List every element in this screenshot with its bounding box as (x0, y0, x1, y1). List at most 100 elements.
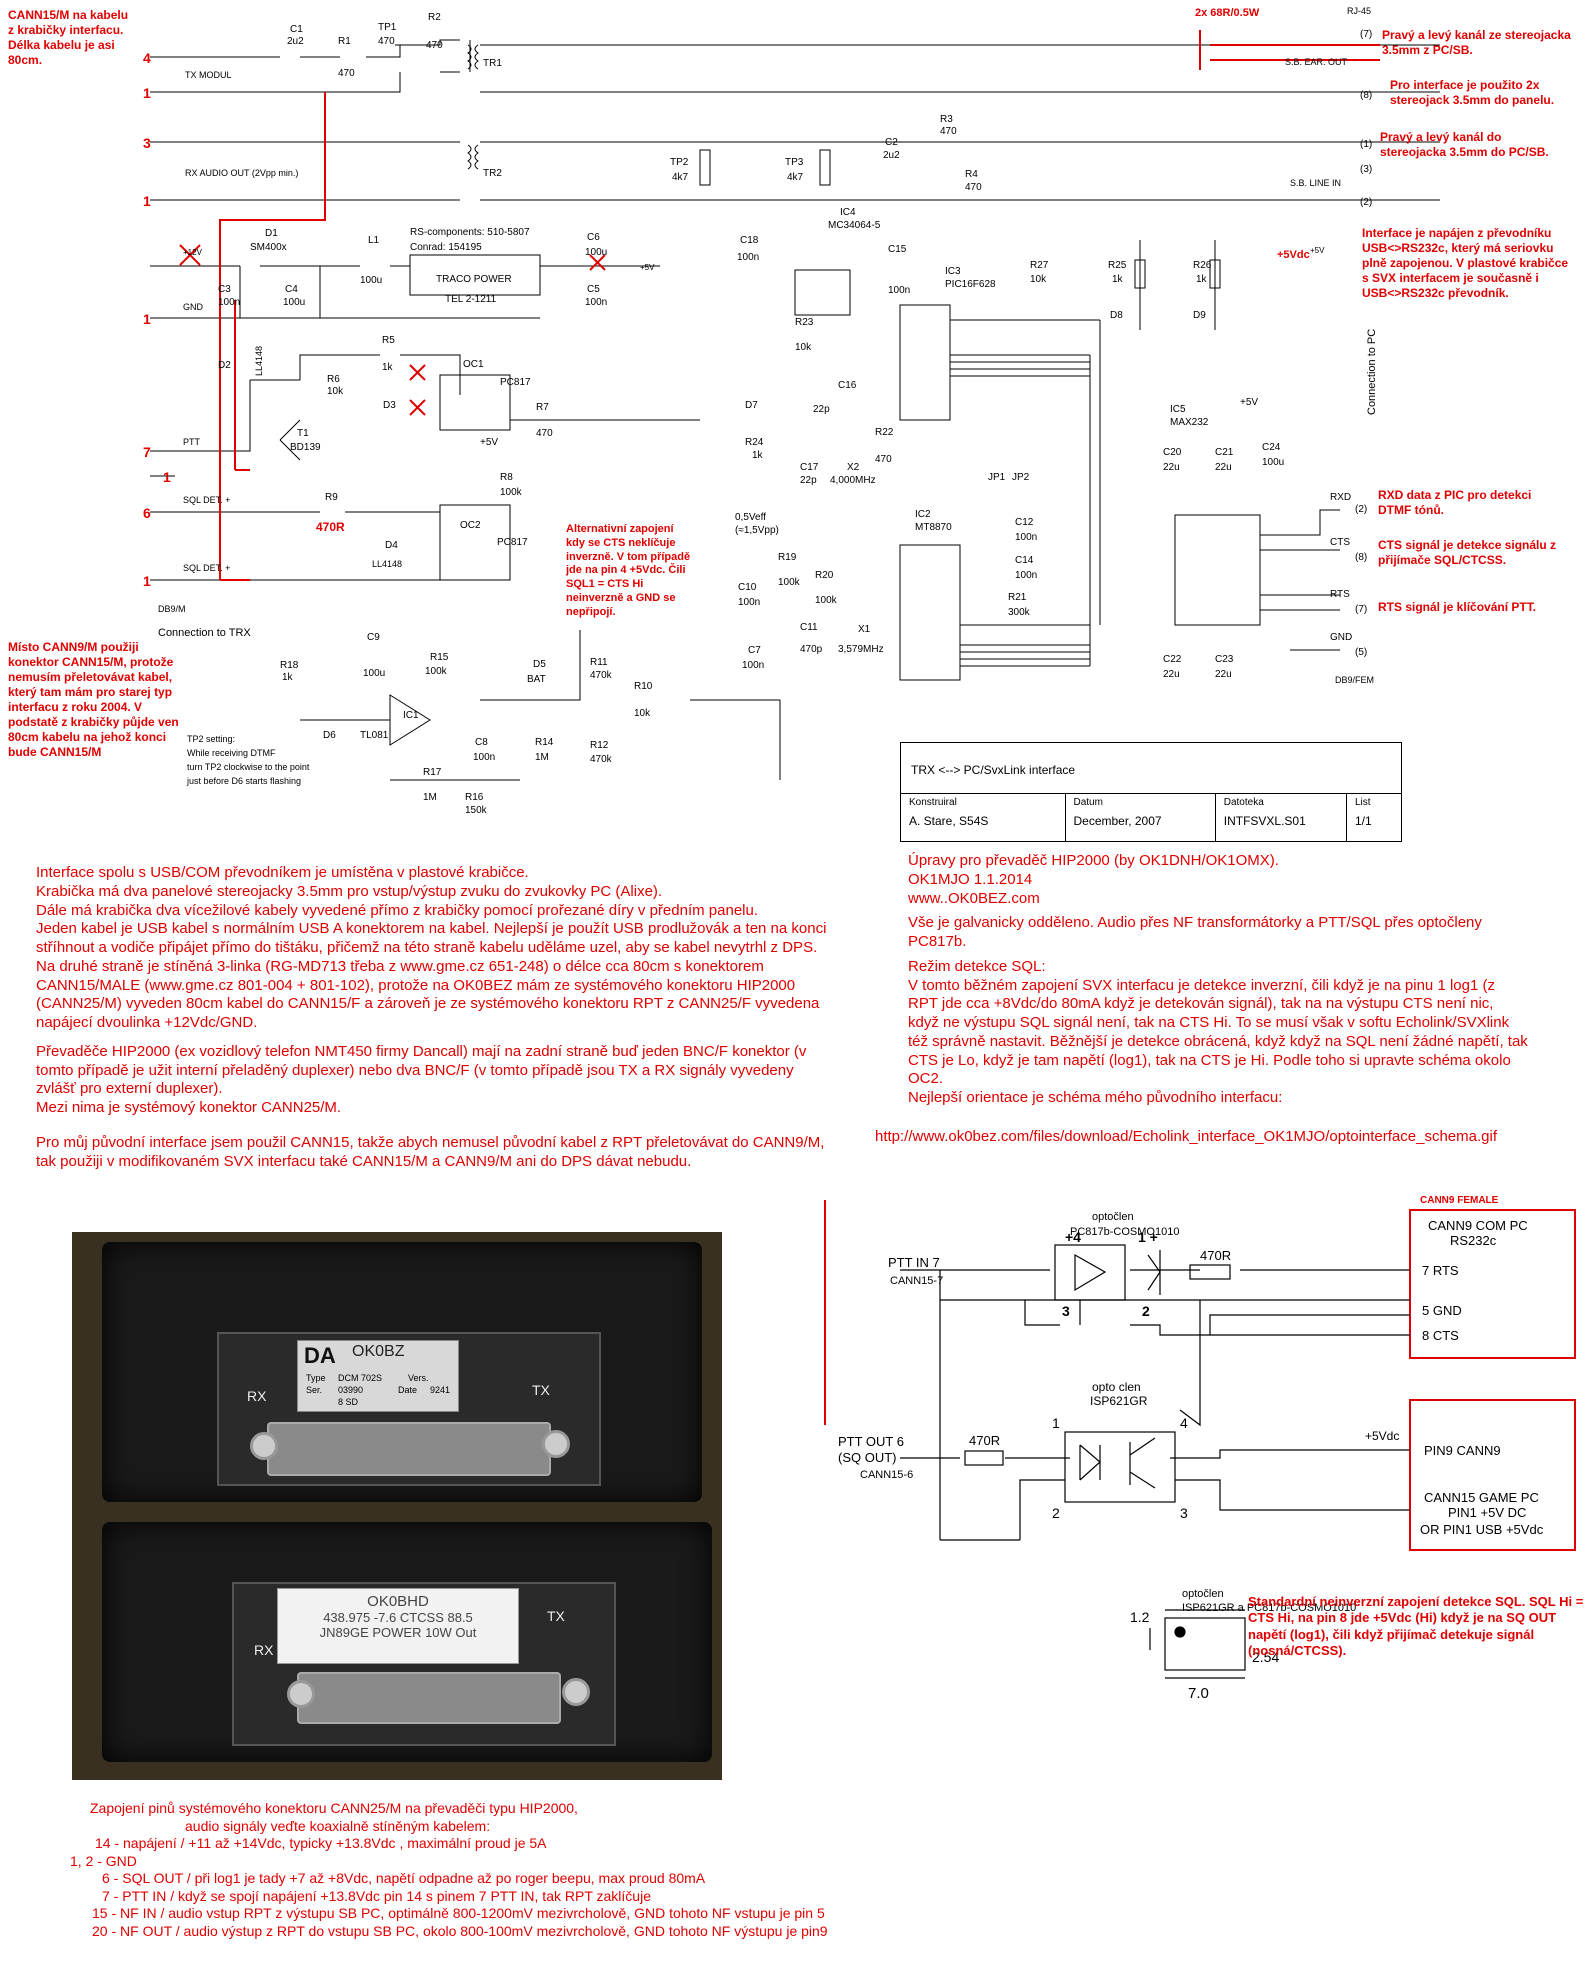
label-r26: R26 (1193, 260, 1212, 271)
label-r10v: 10k (634, 708, 651, 719)
opto-dim3: 7.0 (1188, 1685, 1209, 1700)
label-x1: X1 (858, 624, 871, 635)
label-c16: C16 (838, 380, 857, 391)
text-right-url[interactable]: http://www.ok0bez.com/files/download/Ech… (875, 1128, 1497, 1145)
label-r23v: 10k (795, 342, 812, 353)
date-label: Date (398, 1385, 418, 1395)
bottom-tx: TX (547, 1608, 565, 1624)
label-p7: (7) (1355, 604, 1367, 615)
bottom-rx: RX (254, 1642, 274, 1658)
label-r7v: 470 (536, 428, 553, 439)
label-c15v: 100n (888, 285, 910, 296)
label-p7b: (7) (1360, 29, 1372, 40)
label-r2v: 470 (426, 40, 443, 51)
top-bnc-right (542, 1430, 570, 1458)
top-dsub (267, 1422, 551, 1476)
label-d7: D7 (745, 400, 758, 411)
label-r8v: 100k (500, 487, 523, 498)
label-r21: R21 (1008, 592, 1027, 603)
label-tp2: TP2 (670, 157, 689, 168)
label-r25v: 1k (1112, 274, 1124, 285)
text-right-1: OK1MJO 1.1.2014 (908, 870, 1033, 888)
opto-r2: 470R (969, 1433, 1000, 1448)
pinout-line-0: 14 - napájení / +11 až +14Vdc, typicky +… (95, 1835, 547, 1851)
label-r11: R11 (590, 657, 608, 668)
text-left-6: Mezi nima je systémový konektor CANN25/M… (36, 1099, 342, 1116)
label-d9: D9 (1193, 310, 1206, 321)
label-c9: C9 (367, 632, 380, 643)
label-c5: C5 (587, 284, 600, 295)
label-r24v: 1k (752, 450, 764, 461)
pin-7: 7 (143, 444, 151, 460)
tp2-line-4: just before D6 starts flashing (187, 775, 302, 786)
opto-diagram: PTT IN 7 CANN15-7 optočlen PC817b-COSMO1… (824, 1195, 1576, 1700)
label-r11v: 470k (590, 670, 613, 681)
label-c7v: 100n (742, 660, 764, 671)
label-tp3v: 4k7 (787, 172, 804, 183)
label-cts: CTS (1330, 537, 1350, 548)
type-val: DCM 702S (338, 1373, 383, 1383)
bottom-bnc-left (287, 1680, 315, 1708)
label-d8: D8 (1110, 310, 1123, 321)
opto-p1: 1 + (1138, 1229, 1158, 1245)
top-device-label: DA OK0BZ Type DCM 702S Vers. Ser. 03990 … (297, 1340, 459, 1412)
label-c23v: 22u (1215, 669, 1232, 680)
label-r1v: 470 (338, 68, 355, 79)
opto-v5: +5Vdc (1365, 1429, 1399, 1443)
pinout-title-2: audio signály veďte koaxialně stíněným k… (185, 1817, 491, 1834)
label-t1: T1 (297, 428, 309, 439)
label-oc1: OC1 (463, 359, 484, 370)
opto-rts: 7 RTS (1422, 1263, 1459, 1278)
label-c9v: 100u (363, 668, 385, 679)
label-c1: C1 (290, 24, 303, 35)
label-r22v: 470 (875, 454, 892, 465)
title-block-title: TRX <--> PC/SvxLink interface (911, 763, 1076, 777)
label-conrad: Conrad: 154195 (410, 242, 482, 253)
label-sb-ear: S.B. EAR. OUT (1285, 57, 1348, 67)
label-c16v: 22p (813, 404, 830, 415)
opto-cann15-7: CANN15-7 (890, 1275, 943, 1287)
opto1-type: PC817b-COSMO1010 (1070, 1226, 1179, 1238)
pin-1d: 1 (163, 469, 171, 485)
opto-ptt-in: PTT IN 7 (888, 1255, 940, 1270)
label-rts: RTS (1330, 589, 1350, 600)
pin-6: 6 (143, 505, 151, 521)
label-d2t: LL4148 (254, 346, 264, 376)
label-c3: C3 (218, 284, 231, 295)
label-l1v: 100u (360, 275, 382, 286)
opto-dim1: 1.2 (1130, 1609, 1150, 1625)
bottom-line-1: 438.975 -7.6 CTCSS 88.5 (323, 1610, 473, 1625)
tp2-line-2: While receiving DTMF (187, 747, 276, 758)
label-c14: C14 (1015, 555, 1034, 566)
label-c15: C15 (888, 244, 907, 255)
note-rxd: RXD data z PIC pro detekci DTMF tónů. (1378, 488, 1532, 517)
opto-rs232: RS232c (1450, 1233, 1497, 1248)
label-r20: R20 (815, 570, 834, 581)
label-r24: R24 (745, 437, 764, 448)
label-c7: C7 (748, 645, 761, 656)
label-c6: C6 (587, 232, 600, 243)
label-d4: D4 (385, 540, 398, 551)
label-r4v: 470 (965, 182, 982, 193)
label-plus5c: +5V (1240, 397, 1258, 408)
label-p8b: (8) (1360, 90, 1372, 101)
pin-1a: 1 (143, 85, 151, 101)
label-r10: R10 (634, 681, 653, 692)
label-r26v: 1k (1196, 274, 1208, 285)
label-r18v: 1k (282, 672, 294, 683)
label-rs: RS-components: 510-5807 (410, 227, 530, 238)
label-tp1v: 470 (378, 36, 395, 47)
label-c3v: 100n (218, 297, 240, 308)
label-c24: C24 (1262, 442, 1281, 453)
label-jp2: JP2 (1012, 472, 1030, 483)
label-c22v: 22u (1163, 669, 1180, 680)
opto-p3: 3 (1062, 1303, 1070, 1319)
opto2-label: opto clen (1092, 1380, 1141, 1394)
label-sqldet1: SQL DET. + (183, 495, 230, 505)
label-c1v: 2u2 (287, 36, 304, 47)
bottom-bnc-right (562, 1678, 590, 1706)
label-tel: TEL 2-1211 (445, 294, 497, 305)
label-c14v: 100n (1015, 570, 1037, 581)
